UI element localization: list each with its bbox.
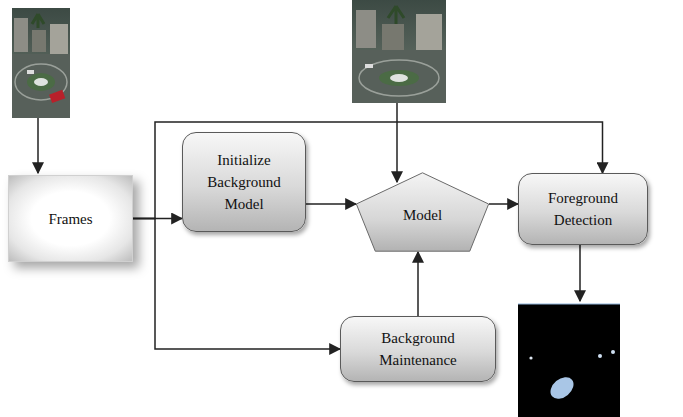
process-box: Foreground Detection: [518, 173, 648, 245]
output-arrow: [579, 245, 581, 301]
foreground-mask-image: [518, 304, 620, 417]
node-label: Foreground Detection: [519, 183, 647, 235]
node-label: Initialize Background Model: [183, 145, 305, 219]
node-label: Background Maintenance: [341, 323, 495, 375]
input-arrow: [37, 118, 39, 173]
current-frame-image: [352, 0, 446, 103]
input-frame-image: [12, 8, 70, 118]
frame-arrow: [396, 103, 398, 182]
process-box: Initialize Background Model: [182, 132, 306, 232]
node-label: Model: [395, 194, 450, 230]
connector-arrow: [306, 203, 356, 205]
node-label: Frames: [40, 204, 100, 234]
process-box: Background Maintenance: [340, 316, 496, 382]
connector-arrow: [417, 252, 419, 316]
model-pentagon: Model: [355, 172, 490, 252]
frames-box: Frames: [8, 175, 133, 262]
connector-arrow: [489, 203, 518, 205]
connector-arrow: [133, 219, 340, 350]
